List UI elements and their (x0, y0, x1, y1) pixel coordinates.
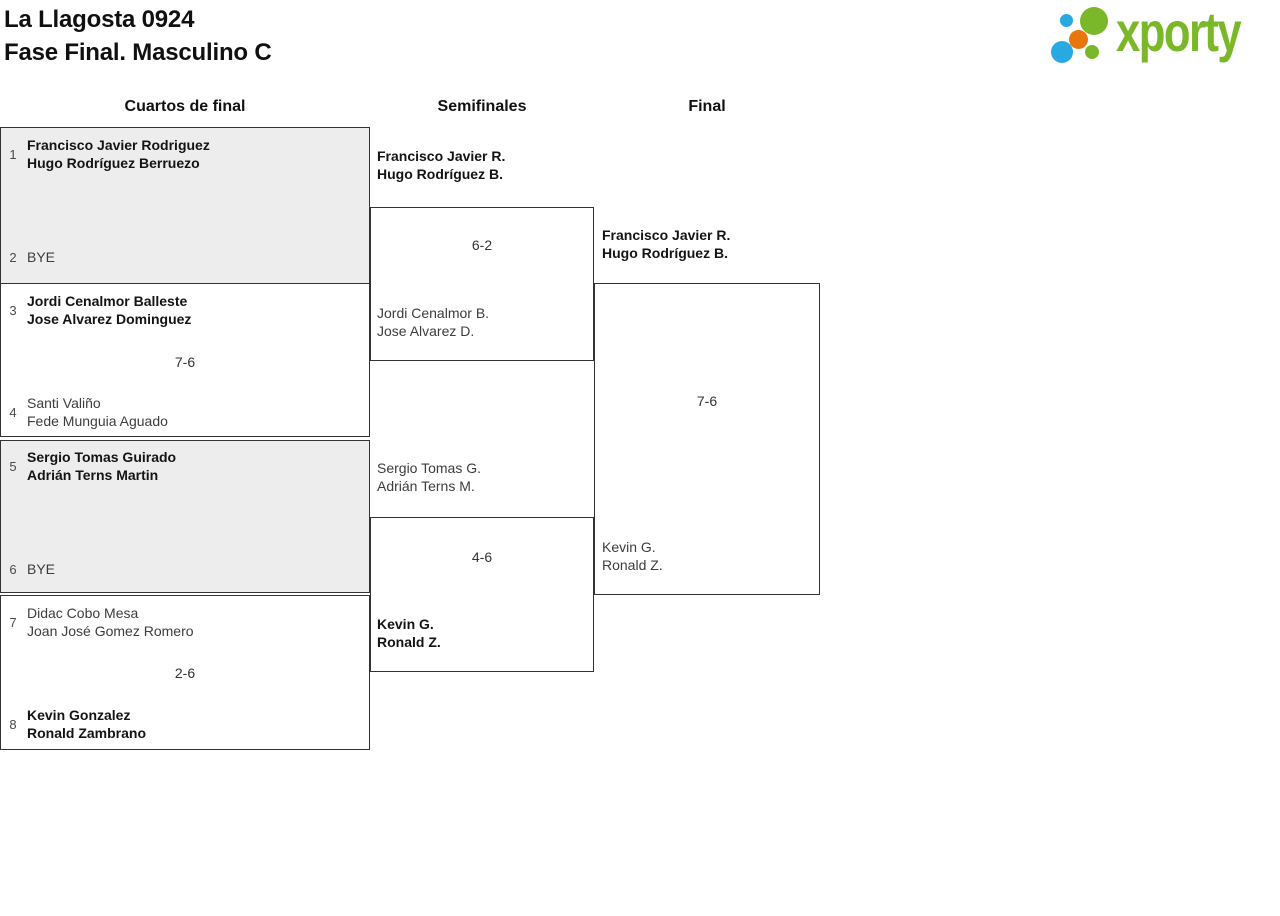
team-name: Jordi Cenalmor Balleste Jose Alvarez Dom… (27, 293, 192, 327)
team-slot-seed6: 6 BYE (6, 560, 55, 578)
sf1-bottom-team: Jordi Cenalmor B. Jose Alvarez D. (377, 305, 490, 339)
team-name: BYE (27, 249, 56, 265)
qf-match-4-box (0, 595, 370, 750)
sf2-top-team: Sergio Tomas G. Adrián Terns M. (377, 460, 482, 494)
seed-number: 8 (9, 716, 17, 732)
logo-dot-blue-small-icon (1060, 14, 1073, 27)
team-name: BYE (27, 561, 56, 577)
team-name: Didac Cobo Mesa Joan José Gomez Romero (27, 605, 194, 639)
team-slot-seed7: 7 Didac Cobo Mesa Joan José Gomez Romero (6, 604, 194, 640)
final-bottom-team: Kevin G. Ronald Z. (602, 539, 663, 573)
seed-number: 4 (9, 404, 17, 420)
seed-number: 7 (9, 614, 17, 630)
match-score-sf2: 4-6 (471, 549, 493, 565)
team-slot-seed8: 8 Kevin Gonzalez Ronald Zambrano (6, 706, 146, 742)
team-name: Santi Valiño Fede Munguia Aguado (27, 395, 168, 429)
team-name: Sergio Tomas Guirado Adrián Terns Martin (27, 449, 177, 483)
page-title: La Llagosta 0924 Fase Final. Masculino C (4, 3, 272, 69)
round-header-final: Final (688, 98, 726, 115)
final-top-team: Francisco Javier R. Hugo Rodríguez B. (602, 227, 731, 261)
seed-number: 5 (9, 458, 17, 474)
logo-wordmark: xporty (1116, 0, 1242, 63)
match-score-qf2: 7-6 (174, 354, 196, 370)
match-score-qf4: 2-6 (174, 665, 196, 681)
phase-name: Fase Final. Masculino C (4, 39, 272, 66)
team-name: Kevin Gonzalez Ronald Zambrano (27, 707, 147, 741)
team-slot-seed2: 2 BYE (6, 248, 55, 266)
round-header-cuartos: Cuartos de final (124, 98, 246, 115)
qf-match-3-box (0, 440, 370, 593)
round-header-semifinales: Semifinales (437, 98, 527, 115)
seed-number: 6 (9, 561, 17, 577)
seed-number: 2 (9, 249, 17, 265)
sf-match-2-box (370, 517, 594, 672)
logo-dot-green-big-icon (1080, 7, 1108, 35)
team-slot-seed3: 3 Jordi Cenalmor Balleste Jose Alvarez D… (6, 292, 191, 328)
team-slot-seed5: 5 Sergio Tomas Guirado Adrián Terns Mart… (6, 448, 176, 484)
sf-match-1-box (370, 207, 594, 361)
logo-dot-blue-big-icon (1051, 41, 1073, 63)
seed-number: 3 (9, 302, 17, 318)
match-score-sf1: 6-2 (471, 237, 493, 253)
team-name: Francisco Javier Rodriguez Hugo Rodrígue… (27, 137, 210, 171)
team-slot-seed4: 4 Santi Valiño Fede Munguia Aguado (6, 394, 168, 430)
team-slot-seed1: 1 Francisco Javier Rodriguez Hugo Rodríg… (6, 136, 210, 172)
sf1-top-team: Francisco Javier R. Hugo Rodríguez B. (377, 148, 506, 182)
qf-match-1-box (0, 127, 370, 284)
match-score-final: 7-6 (696, 393, 718, 409)
sf2-bottom-team: Kevin G. Ronald Z. (377, 616, 441, 650)
seed-number: 1 (9, 146, 17, 162)
qf-match-2-box (0, 283, 370, 437)
final-match-box (594, 283, 820, 595)
tournament-name: La Llagosta 0924 (4, 6, 195, 33)
logo-dot-green-small-icon (1085, 45, 1099, 59)
logo-dot-orange-icon (1069, 30, 1088, 49)
